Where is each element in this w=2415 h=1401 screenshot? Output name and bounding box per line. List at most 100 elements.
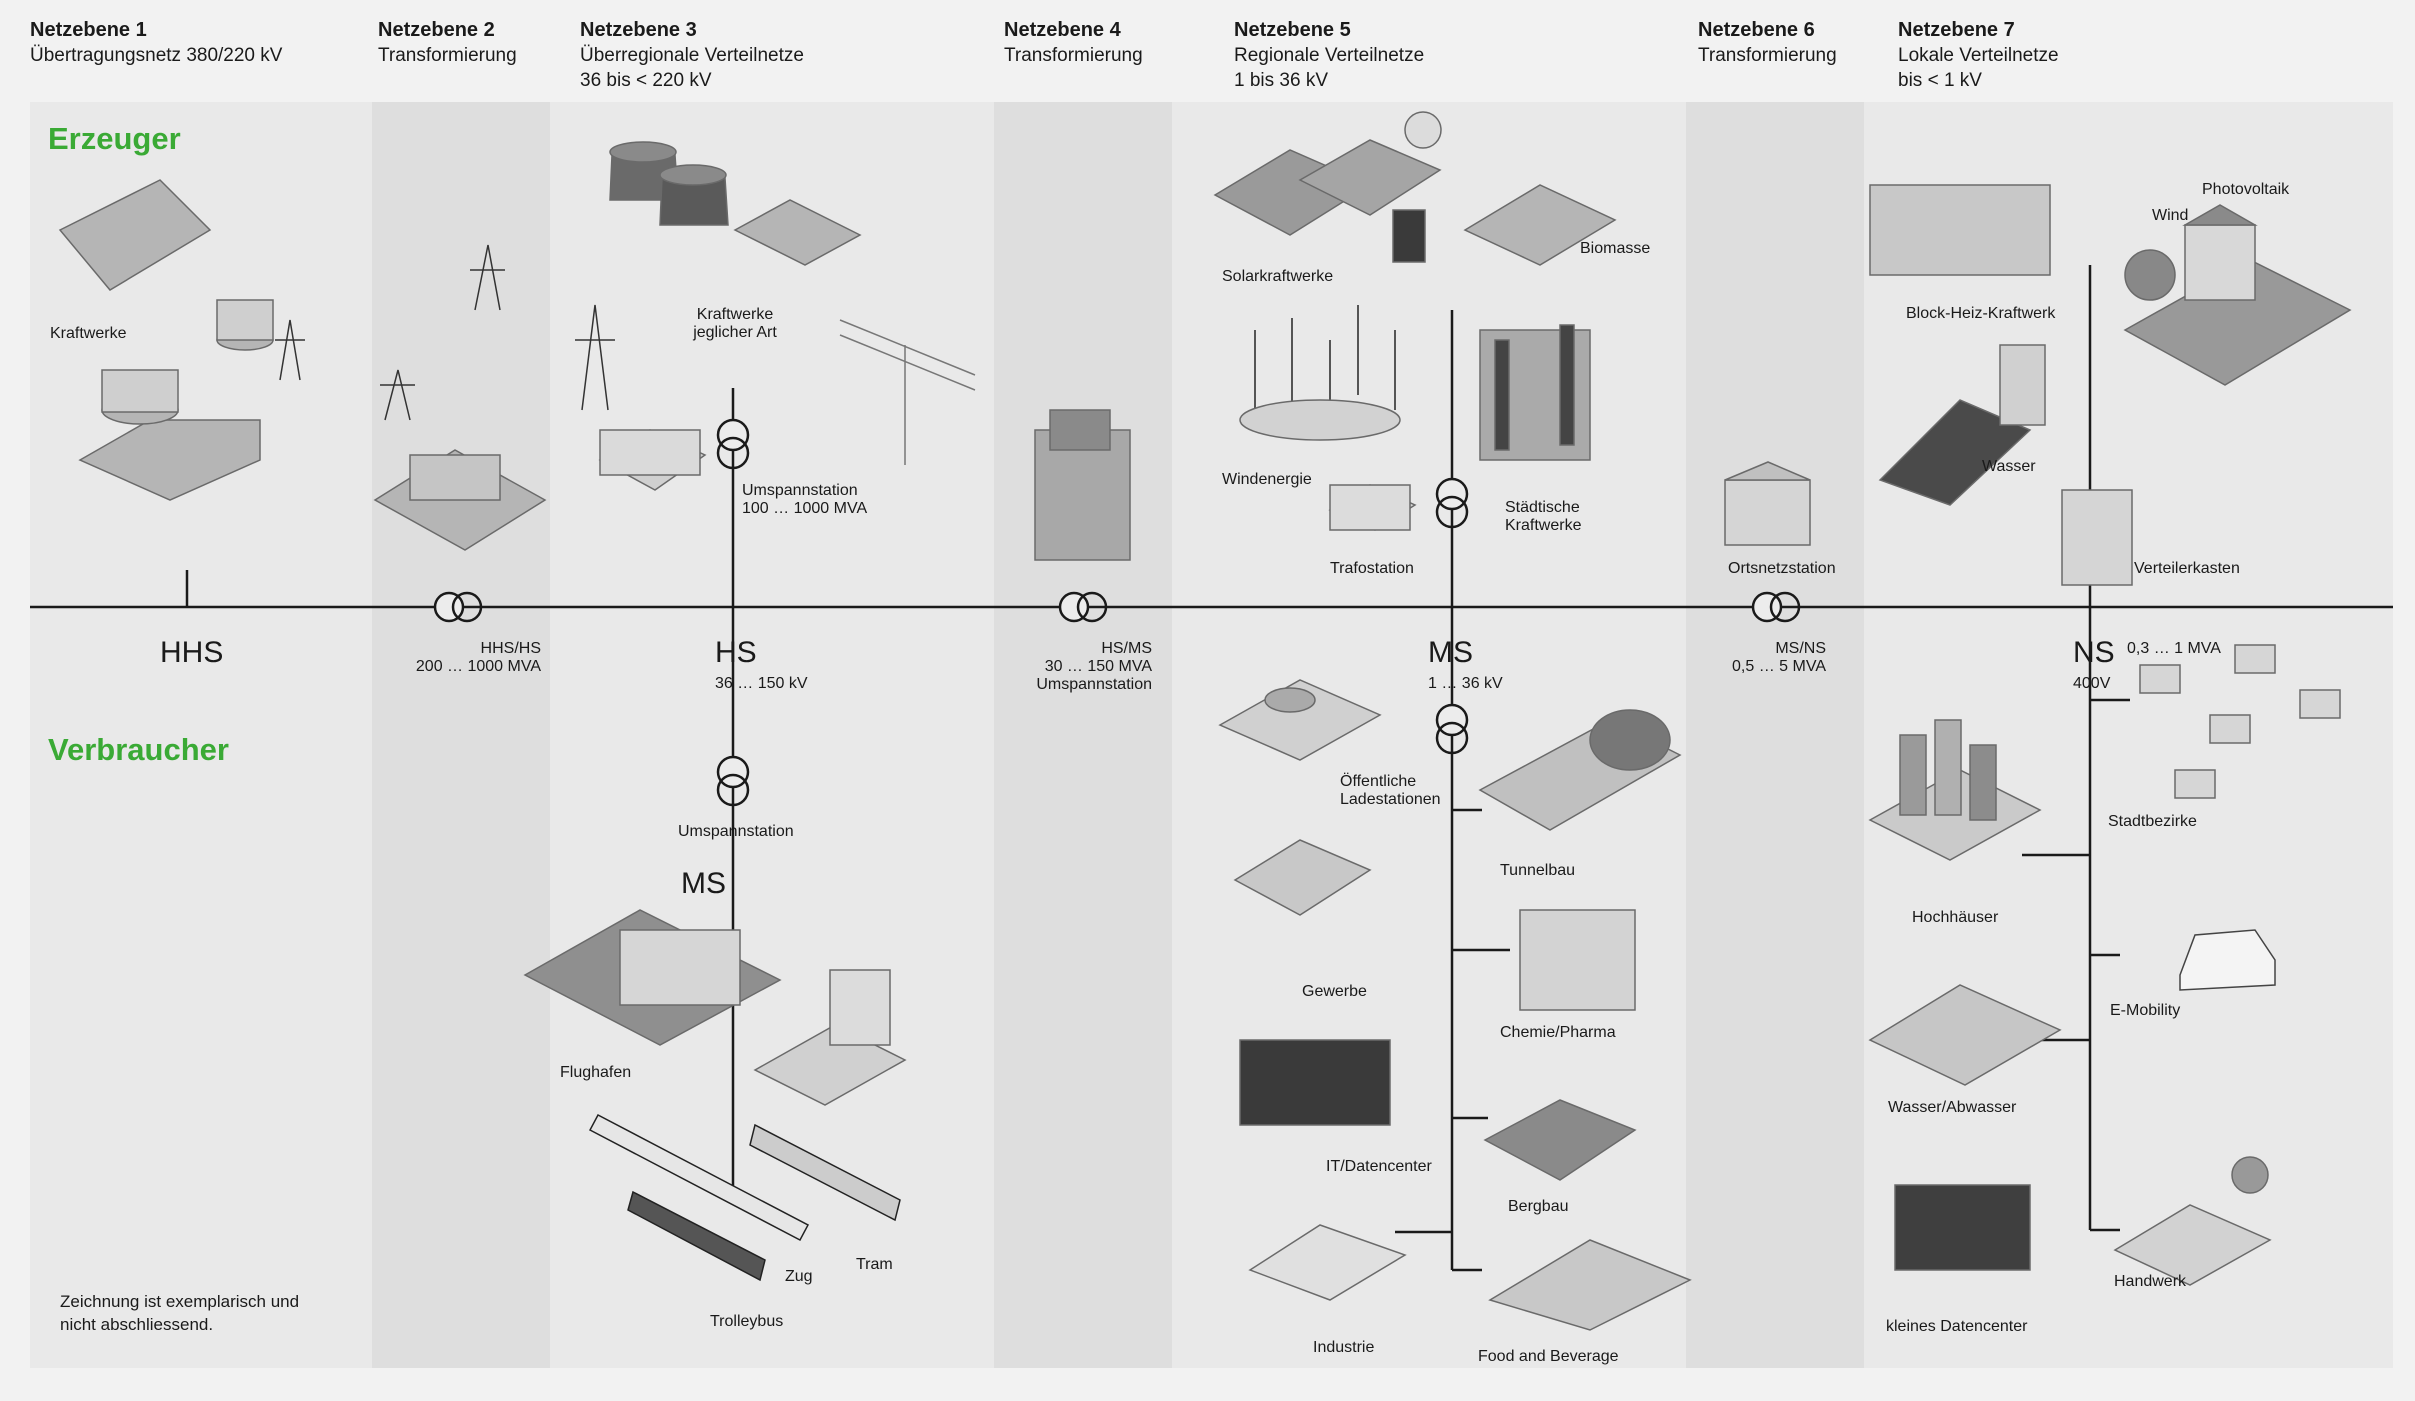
voltage-ms: MS	[1428, 636, 1473, 669]
distribution-box-icon	[2061, 489, 2133, 586]
transformer-3-value: 0,5 … 5 MVA	[1732, 658, 1826, 675]
small-datacenter-icon	[1894, 1184, 2031, 1271]
transformer-2-sub: Umspannstation	[1036, 676, 1152, 693]
pylon-icon	[575, 304, 615, 411]
header-level-6: Netzebene 6 Transformierung	[1698, 18, 1837, 68]
label-chemie: Chemie/Pharma	[1500, 1024, 1616, 1041]
label-gewerbe: Gewerbe	[1302, 983, 1367, 1000]
header-title: Netzebene 3	[580, 19, 697, 41]
industry-icon	[1248, 1224, 1407, 1301]
chp-plant-icon	[1869, 184, 2051, 276]
transformer-1-label: HHS/HS 200 … 1000 MVA	[415, 640, 541, 676]
biomass-plant-icon	[1463, 184, 1617, 266]
header-subtitle: Transformierung	[378, 45, 517, 66]
header-title: Netzebene 6	[1698, 19, 1815, 41]
mining-icon	[1483, 1099, 1637, 1181]
transformer-1-name: HHS/HS	[480, 640, 541, 657]
header-subtitle: Transformierung	[1004, 45, 1143, 66]
section-consumers: Verbraucher	[48, 732, 229, 767]
tram-icon	[749, 1123, 901, 1222]
header-title: Netzebene 7	[1898, 19, 2015, 41]
label-tunnelbau: Tunnelbau	[1500, 862, 1576, 879]
header-subtitle: Lokale Verteilnetze	[1898, 45, 2059, 66]
transformer-3-name: MS/NS	[1775, 640, 1826, 657]
pylon-icon	[275, 319, 305, 381]
header-level-1: Netzebene 1 Übertragungsnetz 380/220 kV	[30, 18, 282, 68]
craft-workshop-icon	[2113, 1204, 2272, 1286]
header-subtitle: Übertragungsnetz 380/220 kV	[30, 45, 283, 66]
transformer-2-value: 30 … 150 MVA	[1044, 658, 1152, 675]
label-ortsnetzstation: Ortsnetzstation	[1728, 560, 1836, 577]
transformer-icon	[1058, 591, 1108, 623]
label-trolleybus: Trolleybus	[710, 1313, 784, 1330]
header-level-7: Netzebene 7 Lokale Verteilnetze bis < 1 …	[1898, 18, 2059, 93]
label-tram: Tram	[856, 1256, 893, 1273]
transformer-3-label: MS/NS 0,5 … 5 MVA	[1730, 640, 1826, 676]
band-level-4	[994, 102, 1172, 1368]
band-level-2	[372, 102, 550, 1368]
transformer-icon	[1435, 703, 1469, 755]
label-bergbau: Bergbau	[1508, 1198, 1569, 1215]
header-title: Netzebene 2	[378, 19, 495, 41]
voltage-ms-hs-branch: MS	[681, 867, 726, 900]
plant-building-icon	[733, 199, 862, 266]
transformer-icon	[1751, 591, 1801, 623]
sun-icon	[1404, 111, 1442, 149]
header-level-5: Netzebene 5 Regionale Verteilnetze 1 bis…	[1234, 18, 1424, 93]
band-level-6	[1686, 102, 1864, 1368]
header-title: Netzebene 5	[1234, 19, 1351, 41]
label-zug: Zug	[785, 1268, 813, 1285]
header-subtitle: Transformierung	[1698, 45, 1837, 66]
train-icon	[588, 1113, 810, 1242]
transformer-station-icon	[1034, 429, 1131, 561]
transformer-icon	[1435, 477, 1469, 529]
transformer-icon	[716, 755, 750, 807]
header-subtitle-2: 36 bis < 220 kV	[580, 70, 712, 91]
pylon-icon	[380, 369, 415, 421]
label-wasser: Wasser	[1982, 458, 2036, 475]
voltage-hs-range: 36 … 150 kV	[715, 675, 808, 692]
label-wind-7: Wind	[2152, 207, 2189, 224]
food-beverage-icon	[1488, 1239, 1692, 1331]
header-subtitle: Überregionale Verteilnetze	[580, 45, 804, 66]
chemical-plant-icon	[1519, 909, 1636, 1011]
label-industrie: Industrie	[1313, 1339, 1375, 1356]
voltage-ns-range: 400V	[2073, 675, 2111, 692]
power-plant-icon	[78, 419, 261, 501]
water-wheel-icon	[1878, 399, 2032, 506]
transformer-2-name: HS/MS	[1101, 640, 1152, 657]
band-level-1	[30, 102, 372, 1368]
header-subtitle-2: bis < 1 kV	[1898, 70, 1982, 91]
transformer-1-value: 200 … 1000 MVA	[415, 658, 541, 675]
voltage-ns: NS	[2073, 636, 2115, 669]
electric-car-icon	[2179, 929, 2276, 991]
label-stadtbezirke: Stadtbezirke	[2108, 813, 2197, 830]
label-emobility: E-Mobility	[2110, 1002, 2181, 1019]
section-producers: Erzeuger	[48, 121, 181, 156]
transformer-icon	[716, 418, 750, 470]
label-solar: Solarkraftwerke	[1222, 268, 1334, 285]
label-abwasser: Wasser/Abwasser	[1888, 1099, 2017, 1116]
ortsnetzstation-icon	[1724, 479, 1811, 546]
header-level-4: Netzebene 4 Transformierung	[1004, 18, 1143, 68]
label-handwerk: Handwerk	[2114, 1273, 2187, 1290]
voltage-ns-power: 0,3 … 1 MVA	[2127, 640, 2221, 657]
label-food: Food and Beverage	[1478, 1348, 1619, 1365]
trolleybus-icon	[627, 1190, 766, 1282]
inverter-icon	[1392, 209, 1426, 263]
voltage-hs: HS	[715, 636, 757, 669]
datacenter-icon	[1239, 1039, 1391, 1126]
header-title: Netzebene 4	[1004, 19, 1121, 41]
header-title: Netzebene 1	[30, 19, 147, 41]
header-level-3: Netzebene 3 Überregionale Verteilnetze 3…	[580, 18, 804, 93]
voltage-ms-range: 1 … 36 kV	[1428, 675, 1503, 692]
residential-houses-icon	[2139, 664, 2181, 694]
label-photovoltaik: Photovoltaik	[2202, 181, 2290, 198]
header-level-2: Netzebene 2 Transformierung	[378, 18, 517, 68]
transformer-icon	[433, 591, 483, 623]
